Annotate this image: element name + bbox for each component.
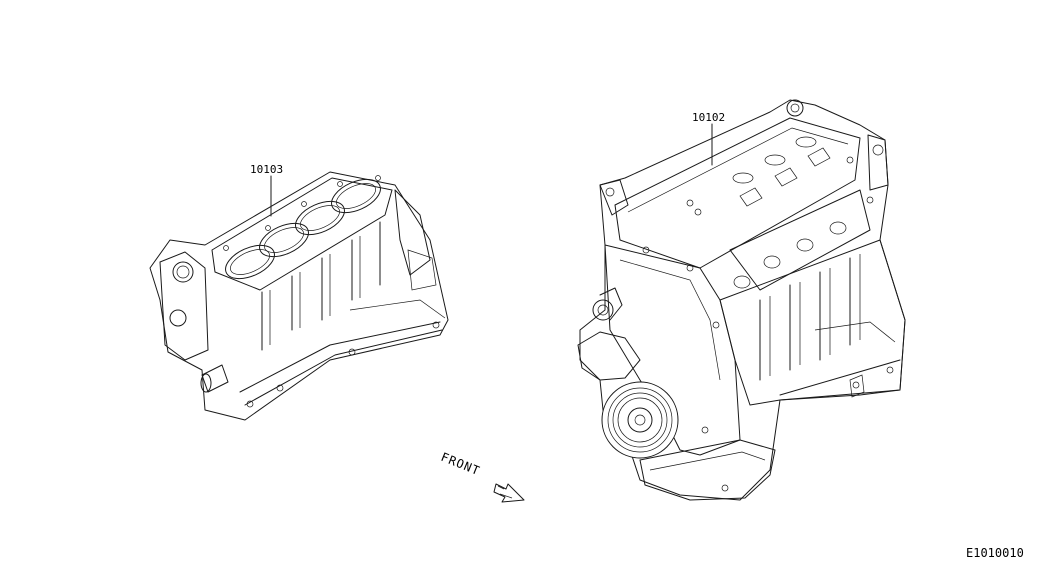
engine-part-label: 10102 <box>692 111 725 124</box>
front-indicator: FRONT <box>439 450 525 503</box>
engine-assembly-drawing <box>577 99 906 501</box>
block-part-label: 10103 <box>250 163 283 176</box>
front-label: FRONT <box>439 450 482 478</box>
cylinder-block-drawing <box>149 171 449 421</box>
diagram-code: E1010010 <box>966 546 1024 560</box>
front-arrow-icon <box>493 483 525 503</box>
